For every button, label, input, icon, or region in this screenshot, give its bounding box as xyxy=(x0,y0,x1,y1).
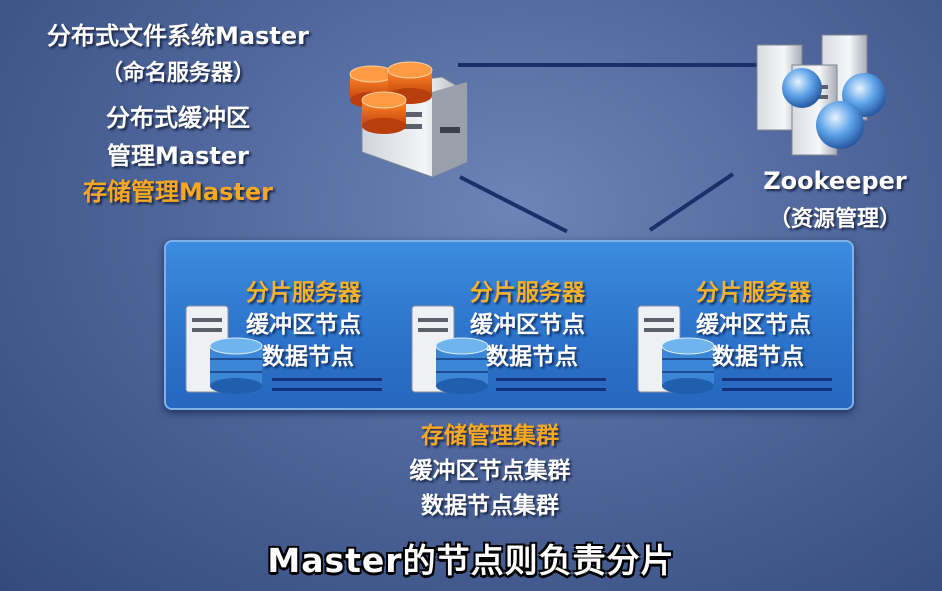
shard-node-role: 分片服务器 xyxy=(470,280,585,306)
buffer-node-label: 缓冲区节点 xyxy=(470,312,585,338)
data-node-label: 数据节点 xyxy=(712,344,804,370)
server-database-icon xyxy=(637,305,715,394)
master-server-icon xyxy=(349,61,468,178)
node-rule xyxy=(496,378,606,381)
buffer-cluster-label: 缓冲区节点集群 xyxy=(409,458,571,484)
server-database-icon xyxy=(185,305,263,394)
shard-node-role: 分片服务器 xyxy=(696,280,811,306)
storage-cluster-panel: 分片服务器 缓冲区节点 数据节点 分片服务器 缓冲区节点 数据节点 xyxy=(164,240,854,410)
master-buffer-label: 分布式缓冲区 xyxy=(106,104,250,132)
video-subtitle: Master的节点则负责分片 xyxy=(267,541,675,580)
link-master-zookeeper xyxy=(458,63,758,67)
master-buffer-label-2: 管理Master xyxy=(107,142,249,170)
shard-node-3: 分片服务器 缓冲区节点 数据节点 xyxy=(618,242,843,408)
buffer-node-label: 缓冲区节点 xyxy=(246,312,361,338)
data-node-label: 数据节点 xyxy=(262,344,354,370)
link-master-cluster xyxy=(459,175,568,234)
data-cluster-label: 数据节点集群 xyxy=(421,493,559,519)
shard-node-2: 分片服务器 缓冲区节点 数据节点 xyxy=(392,242,617,408)
master-title: 分布式文件系统Master xyxy=(47,22,309,50)
zookeeper-servers-icon xyxy=(756,34,886,156)
link-zookeeper-cluster xyxy=(648,172,735,232)
storage-cluster-label: 存储管理集群 xyxy=(421,423,559,449)
zookeeper-name: Zookeeper xyxy=(763,167,907,195)
node-rule xyxy=(272,388,382,391)
server-database-icon xyxy=(411,305,489,394)
node-rule xyxy=(272,378,382,381)
data-node-label: 数据节点 xyxy=(486,344,578,370)
master-storage-label: 存储管理Master xyxy=(83,178,273,206)
master-subtitle: （命名服务器） xyxy=(100,61,255,86)
node-rule xyxy=(722,388,832,391)
shard-node-role: 分片服务器 xyxy=(246,280,361,306)
node-rule xyxy=(496,388,606,391)
node-rule xyxy=(722,378,832,381)
shard-node-1: 分片服务器 缓冲区节点 数据节点 xyxy=(166,242,391,408)
zookeeper-role: （资源管理） xyxy=(768,207,901,232)
buffer-node-label: 缓冲区节点 xyxy=(696,312,811,338)
